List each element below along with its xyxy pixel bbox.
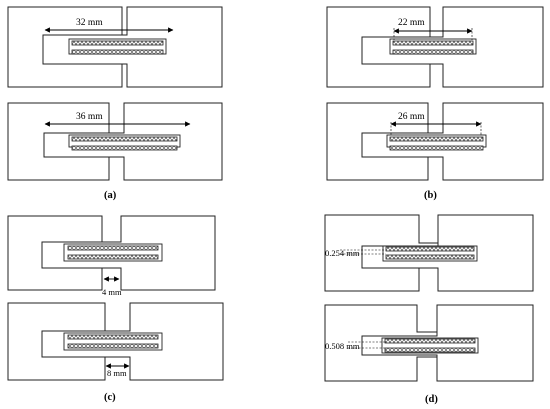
- laminate-strip: [385, 246, 475, 252]
- panel-label: (b): [424, 190, 437, 201]
- laminate-strip: [67, 343, 159, 349]
- panel-c-bottom-specimen: 8 mm: [7, 302, 224, 381]
- laminate-strip: [71, 40, 164, 46]
- laminate-strip: [385, 254, 475, 260]
- panel-c-top-specimen: 4 mm: [7, 215, 216, 297]
- dimension-label: 8 mm: [107, 368, 127, 378]
- panel-label: (c): [104, 392, 116, 403]
- panel-a: 32 mm 36 mm (a): [7, 6, 223, 201]
- laminate-strip: [392, 40, 474, 46]
- laminate-strip: [71, 136, 178, 142]
- panel-d-bottom-specimen: 0.508 mm: [324, 304, 534, 382]
- laminate-strip: [67, 334, 159, 340]
- laminate-strip: [67, 245, 159, 251]
- panel-a-top-specimen: 32 mm: [7, 6, 223, 88]
- laminate-strip: [67, 254, 159, 260]
- laminate-strip: [384, 347, 476, 353]
- panel-b-top-specimen: 22 mm: [326, 6, 544, 88]
- laminate-strip: [71, 145, 178, 151]
- panel-label: (a): [104, 190, 117, 201]
- laminate-strip: [389, 136, 484, 142]
- panel-d-top-specimen: 0.254 mm: [324, 214, 534, 292]
- laminate-strip: [389, 145, 484, 151]
- laminate-strip: [384, 338, 476, 344]
- laminate-strip: [392, 49, 474, 55]
- dimension-label: 26 mm: [398, 112, 425, 122]
- panel-b: 22 mm 26 mm (b): [326, 6, 544, 201]
- panel-b-bottom-specimen: 26 mm: [326, 102, 544, 181]
- panel-label: (d): [425, 394, 438, 405]
- panel-d: 0.254 mm 0.508 mm (d): [324, 214, 534, 405]
- dimension-label: 22 mm: [398, 18, 425, 28]
- dimension-label: 0.254 mm: [325, 248, 360, 258]
- dimension-label: 36 mm: [76, 112, 103, 122]
- panel-a-bottom-specimen: 36 mm: [7, 102, 223, 181]
- dimension-label: 32 mm: [76, 18, 103, 28]
- panel-c: 4 mm 8 mm (c): [7, 215, 224, 403]
- dimension-label: 0.508 mm: [325, 341, 360, 351]
- dimension-label: 4 mm: [102, 287, 122, 297]
- laminate-strip: [71, 49, 164, 55]
